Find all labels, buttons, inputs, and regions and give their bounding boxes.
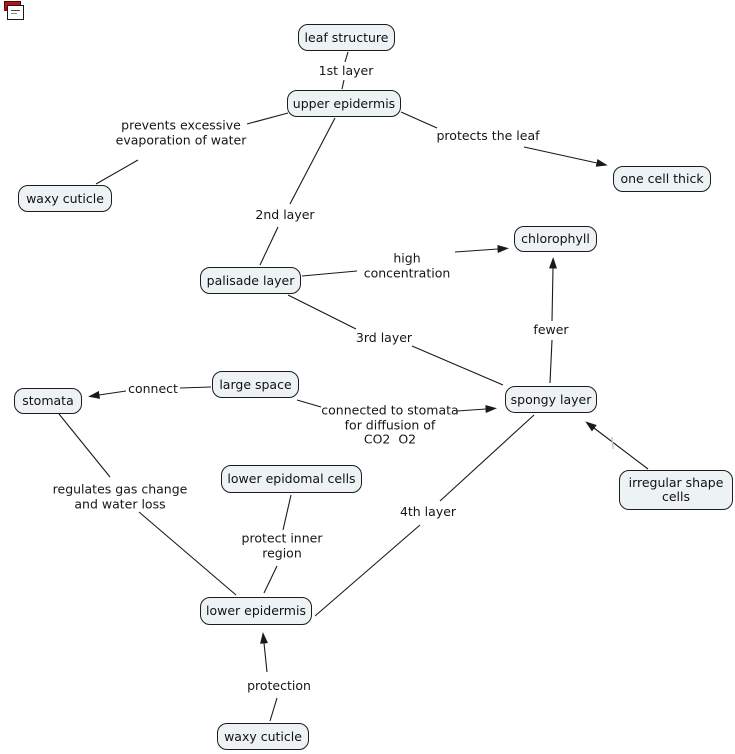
edge-upper-epidermis-to-2nd-layer: [289, 117, 336, 205]
icon-text-line: [11, 13, 17, 14]
edge-protects-label-to-one-cell-thick: [523, 146, 608, 167]
icon-page: [7, 5, 24, 20]
edge-3rd-layer-to-spongy-layer: [411, 345, 504, 386]
cmap-window-icon: [3, 1, 24, 20]
link-label-protect-inner[interactable]: protect inner region: [241, 530, 323, 560]
edge-palisade-to-3rd-layer: [287, 294, 357, 330]
node-spongy-layer[interactable]: spongy layer: [505, 386, 597, 413]
edge-4th-layer-to-lower-epidermis: [314, 524, 421, 617]
edge-palisade-to-high-concentration: [301, 270, 358, 277]
edge-spongy-to-4th-layer: [439, 414, 535, 502]
node-one-cell-thick[interactable]: one cell thick: [613, 166, 711, 192]
link-label-2nd-layer[interactable]: 2nd layer: [255, 206, 315, 222]
edge-connected-label-to-spongy: [456, 405, 497, 414]
edge-epidomal-cells-to-protect-label: [282, 494, 292, 531]
link-label-fewer[interactable]: fewer: [533, 321, 569, 337]
link-label-4th-layer[interactable]: 4th layer: [399, 503, 457, 519]
link-label-high-concentration[interactable]: high concentration: [363, 250, 451, 280]
node-chlorophyll[interactable]: chlorophyll: [514, 226, 597, 252]
node-palisade-layer[interactable]: palisade layer: [200, 267, 301, 294]
edge-stomata-to-regulates-label: [58, 413, 111, 478]
icon-red-tab: [4, 8, 8, 11]
node-leaf-structure[interactable]: leaf structure: [298, 24, 395, 51]
node-lower-epidomal-cells[interactable]: lower epidomal cells: [221, 465, 362, 493]
edge-connect-to-stomata: [88, 390, 127, 399]
link-label-1st-layer[interactable]: 1st layer: [318, 62, 374, 78]
node-upper-epidermis[interactable]: upper epidermis: [287, 90, 401, 117]
stray-mark: [611, 436, 614, 450]
node-lower-epidermis[interactable]: lower epidermis: [200, 597, 312, 625]
edge-irregular-cells-to-spongy: [585, 421, 649, 470]
edge-protection-label-to-lower-epidermis: [260, 632, 269, 673]
link-label-protects-the-leaf[interactable]: protects the leaf: [436, 127, 540, 143]
link-label-prevents-evaporation[interactable]: prevents excessive evaporation of water: [115, 117, 247, 147]
edge-large-space-to-connect: [179, 386, 212, 389]
node-large-space[interactable]: large space: [212, 371, 299, 398]
edge-fewer-to-chlorophyll: [548, 257, 557, 322]
edge-spongy-to-fewer: [549, 339, 553, 384]
node-waxy-cuticle-top[interactable]: waxy cuticle: [18, 185, 112, 212]
edge-upper-epidermis-to-protects-label: [400, 111, 438, 129]
edge-leaf-structure-to-1st-layer: [344, 51, 349, 63]
link-label-connected-to-stomata[interactable]: connected to stomata for diffusion of CO…: [321, 402, 459, 447]
edge-upper-epidermis-to-prevents-label: [246, 112, 289, 125]
link-label-regulates-gas[interactable]: regulates gas change and water loss: [52, 481, 188, 511]
link-label-3rd-layer[interactable]: 3rd layer: [355, 329, 413, 345]
edge-regulates-label-to-lower-epidermis: [138, 511, 237, 596]
node-stomata[interactable]: stomata: [14, 388, 82, 414]
edge-high-concentration-to-chlorophyll: [454, 245, 509, 254]
icon-text-line: [11, 10, 20, 11]
edge-2nd-layer-to-palisade-layer: [259, 226, 279, 266]
link-label-connect[interactable]: connect: [128, 380, 178, 396]
edge-waxy-cuticle-to-protection-label: [269, 697, 278, 722]
link-label-protection[interactable]: protection: [247, 677, 311, 693]
node-irregular-shape-cells[interactable]: irregular shape cells: [619, 470, 733, 510]
edge-protect-label-to-lower-epidermis: [263, 565, 278, 594]
edge-prevents-label-to-waxy-cuticle: [95, 159, 139, 185]
node-waxy-cuticle-bottom[interactable]: waxy cuticle: [217, 723, 309, 750]
edge-1st-layer-to-upper-epidermis: [341, 79, 345, 90]
edge-large-space-to-connected-label: [296, 399, 322, 408]
